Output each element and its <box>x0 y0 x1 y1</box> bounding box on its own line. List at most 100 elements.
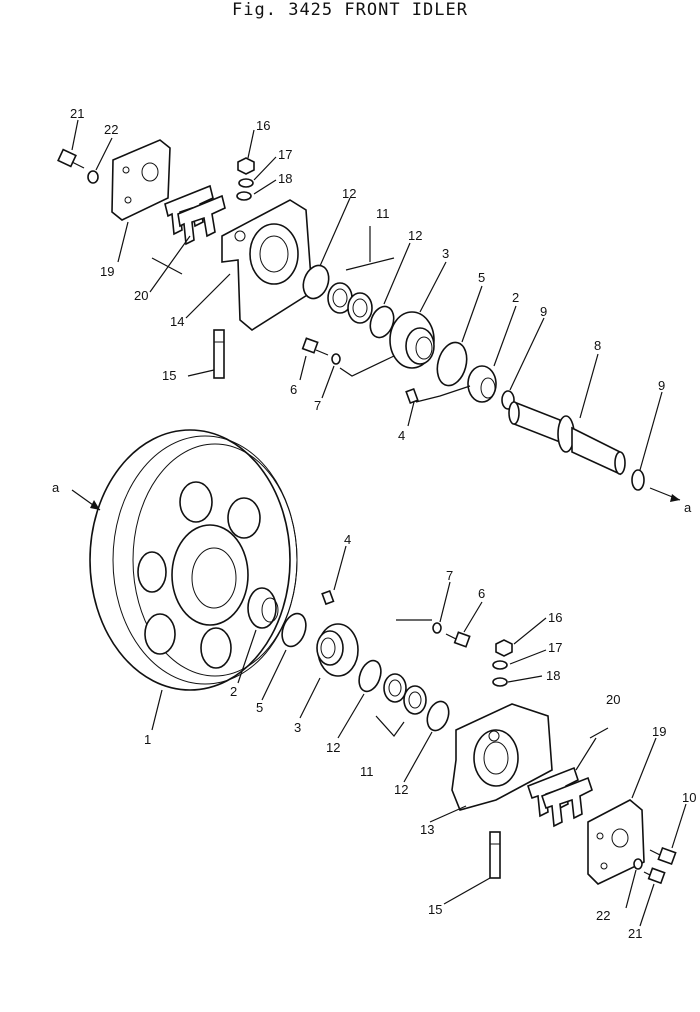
washer-22-upper <box>87 170 99 184</box>
figure-title: Fig. 3425 FRONT IDLER <box>232 0 468 20</box>
callout-labels: 21 22 16 17 18 12 11 12 3 5 2 9 8 9 19 2… <box>52 106 696 941</box>
stud-15-lower <box>489 831 501 879</box>
callout-12: 12 <box>342 186 356 201</box>
callout-2: 2 <box>230 684 237 699</box>
pin-4-lower <box>321 589 335 606</box>
washer-7-lower <box>432 622 442 634</box>
callout-17: 17 <box>548 640 562 655</box>
callout-8: 8 <box>594 338 601 353</box>
plate-19-lower-hole <box>611 828 629 848</box>
callout-18: 18 <box>546 668 560 683</box>
callout-22: 22 <box>104 122 118 137</box>
callout-15: 15 <box>162 368 176 383</box>
callout-4: 4 <box>398 428 405 443</box>
washer-18-lower <box>492 677 508 687</box>
o-ring-5-upper <box>436 341 468 387</box>
callout-7: 7 <box>314 398 321 413</box>
o-ring-12-c <box>358 659 382 693</box>
callout-a: a <box>684 500 692 515</box>
washer-22-lower <box>633 858 643 870</box>
shim-20-upper-2 <box>177 194 226 246</box>
collar-3-lower <box>316 623 359 677</box>
o-ring-9-b <box>631 469 645 491</box>
plate-19-lower-bolt-hole <box>596 832 604 840</box>
bracket-13-inner-bore <box>483 741 509 775</box>
callout-21: 21 <box>628 926 642 941</box>
seal-11-b <box>347 292 373 324</box>
idler-wheel-1 <box>89 429 298 691</box>
callout-11: 11 <box>376 206 390 221</box>
callout-12: 12 <box>326 740 340 755</box>
callout-12: 12 <box>394 782 408 797</box>
plate-19-bolt-hole <box>122 166 130 174</box>
arrowheads <box>90 494 680 510</box>
callout-15: 15 <box>428 902 442 917</box>
callout-a: a <box>52 480 60 495</box>
callout-19: 19 <box>100 264 114 279</box>
callout-20: 20 <box>134 288 148 303</box>
bushing-2-upper <box>467 365 497 403</box>
callout-16: 16 <box>548 610 562 625</box>
bolt-21-upper <box>57 148 85 169</box>
collar-3-upper <box>389 311 435 369</box>
seal-11-a-inner <box>332 288 348 308</box>
callout-3: 3 <box>294 720 301 735</box>
washer-7-upper <box>331 353 341 365</box>
seal-11-d <box>403 685 427 715</box>
seal-11-c <box>383 673 407 703</box>
bolt-6-lower <box>445 631 471 648</box>
bracket-14-stud-hole <box>234 230 246 242</box>
callout-7: 7 <box>446 568 453 583</box>
callout-9: 9 <box>540 304 547 319</box>
callout-3: 3 <box>442 246 449 261</box>
o-ring-5-lower <box>281 612 307 648</box>
callout-10: 10 <box>682 790 696 805</box>
callout-22: 22 <box>596 908 610 923</box>
callout-14: 14 <box>170 314 184 329</box>
bushing-2-lower <box>247 587 279 629</box>
leader-lines <box>71 119 687 927</box>
callout-5: 5 <box>256 700 263 715</box>
callout-12: 12 <box>408 228 422 243</box>
plate-19-hole <box>141 162 159 182</box>
plate-19-lower-bolt-hole <box>600 862 608 870</box>
callout-21: 21 <box>70 106 84 121</box>
pin-4-upper <box>405 387 419 405</box>
nut-16-lower <box>495 639 513 657</box>
shim-20-lower-2 <box>541 776 593 828</box>
o-ring-12-a <box>302 264 330 300</box>
bolt-10 <box>649 846 677 866</box>
bracket-14-bore <box>249 223 299 285</box>
o-ring-12-d <box>426 700 450 732</box>
callout-11: 11 <box>360 764 374 779</box>
callout-4: 4 <box>344 532 351 547</box>
washer-17-upper <box>238 178 254 188</box>
bracket-13-bore <box>473 729 519 787</box>
bolt-6-upper <box>301 337 329 356</box>
callout-1: 1 <box>144 732 151 747</box>
plate-19-bolt-hole <box>124 196 132 204</box>
callout-19: 19 <box>652 724 666 739</box>
callout-16: 16 <box>256 118 270 133</box>
washer-17-lower <box>492 660 508 670</box>
plate-19-lower <box>587 799 645 885</box>
seal-11-c-inner <box>388 679 402 697</box>
seal-11-d-inner <box>408 691 422 709</box>
bracket-13-stud-hole <box>488 730 500 742</box>
callout-13: 13 <box>420 822 434 837</box>
callout-17: 17 <box>278 147 292 162</box>
bolt-21-lower <box>643 867 666 885</box>
plate-19-upper <box>111 139 171 221</box>
callout-5: 5 <box>478 270 485 285</box>
washer-18-upper <box>236 191 252 201</box>
shaft-8 <box>508 400 626 476</box>
callout-18: 18 <box>278 171 292 186</box>
stud-15-upper <box>213 329 225 379</box>
seal-11-b-inner <box>352 298 368 318</box>
callout-9: 9 <box>658 378 665 393</box>
callout-6: 6 <box>478 586 485 601</box>
callout-6: 6 <box>290 382 297 397</box>
callout-20: 20 <box>606 692 620 707</box>
bracket-14-inner-bore <box>259 235 289 273</box>
